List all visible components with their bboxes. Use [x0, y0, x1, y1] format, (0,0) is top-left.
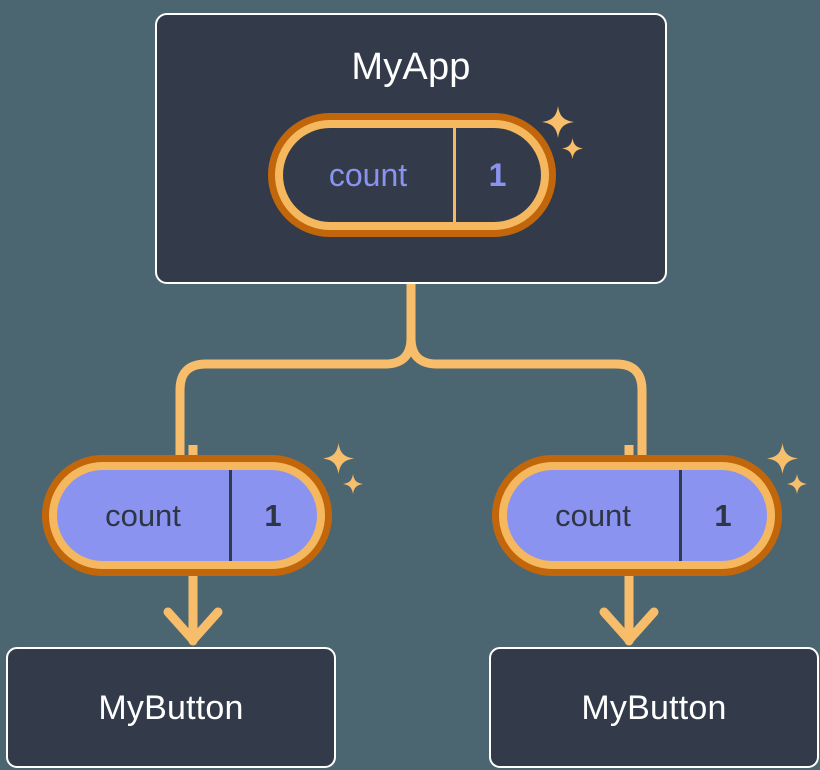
wire-to-left-signal [175, 279, 416, 475]
signal-pill-right[interactable]: count 1 [492, 455, 782, 576]
signal-name: count [105, 497, 181, 533]
signal-pill-divider [679, 470, 682, 561]
signal-pill-inner: count 1 [283, 128, 541, 222]
signal-pill-left[interactable]: count 1 [42, 455, 332, 576]
signal-value: 1 [264, 497, 282, 533]
component-title-myapp: MyApp [351, 46, 471, 88]
component-title-mybutton: MyButton [98, 688, 244, 727]
sparkle-small-icon-left [343, 474, 363, 494]
wire-to-right-signal [406, 279, 647, 475]
signal-value: 1 [714, 497, 732, 533]
signal-pill-myapp[interactable]: count 1 [268, 113, 556, 237]
arrow-down-icon-right [599, 570, 659, 646]
signal-pill-inner: count 1 [57, 470, 317, 561]
signal-pill-divider [453, 128, 456, 222]
signal-pill-inner: count 1 [507, 470, 767, 561]
signal-pill-body: count 1 [492, 455, 782, 576]
signal-pill-divider [229, 470, 232, 561]
component-card-mybutton-right[interactable]: MyButton [489, 647, 819, 768]
arrow-down-icon-left [163, 570, 223, 646]
signal-pill-body: count 1 [268, 113, 556, 237]
component-card-myapp[interactable]: MyApp [155, 13, 667, 284]
signal-value: 1 [488, 156, 507, 193]
component-title-mybutton: MyButton [581, 688, 727, 727]
signal-pill-body: count 1 [42, 455, 332, 576]
signal-name: count [555, 497, 631, 533]
component-card-mybutton-left[interactable]: MyButton [6, 647, 336, 768]
sparkle-small-icon-right [787, 474, 807, 494]
signal-name: count [328, 156, 408, 193]
